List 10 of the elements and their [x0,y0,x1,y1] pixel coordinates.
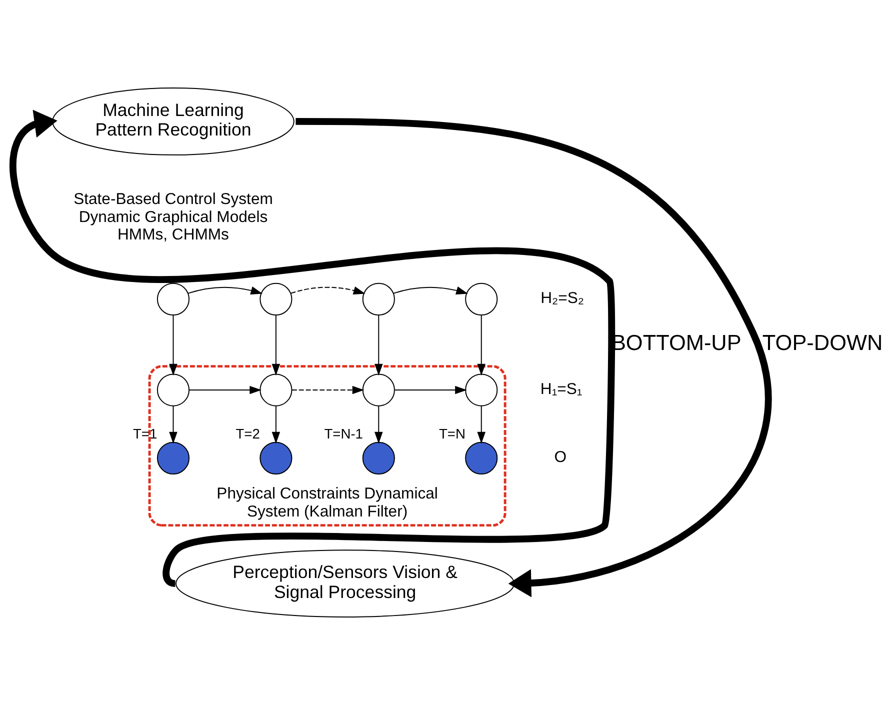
node-label: T=2 [236,426,260,442]
label: O [554,448,567,466]
node-label: T=N [438,426,466,442]
edge-label: BOTTOM-UP [611,330,742,356]
edge-label: TOP-DOWN [762,330,883,356]
node-label: T=1 [133,426,158,442]
label: H₁=S₁ [540,380,582,398]
label: H₂=S₂ [540,290,584,307]
label: State-Based Control System Dynamic Graphical Models HMMs, CHMMs [74,191,273,244]
node-label: T=N-1 [324,426,363,442]
